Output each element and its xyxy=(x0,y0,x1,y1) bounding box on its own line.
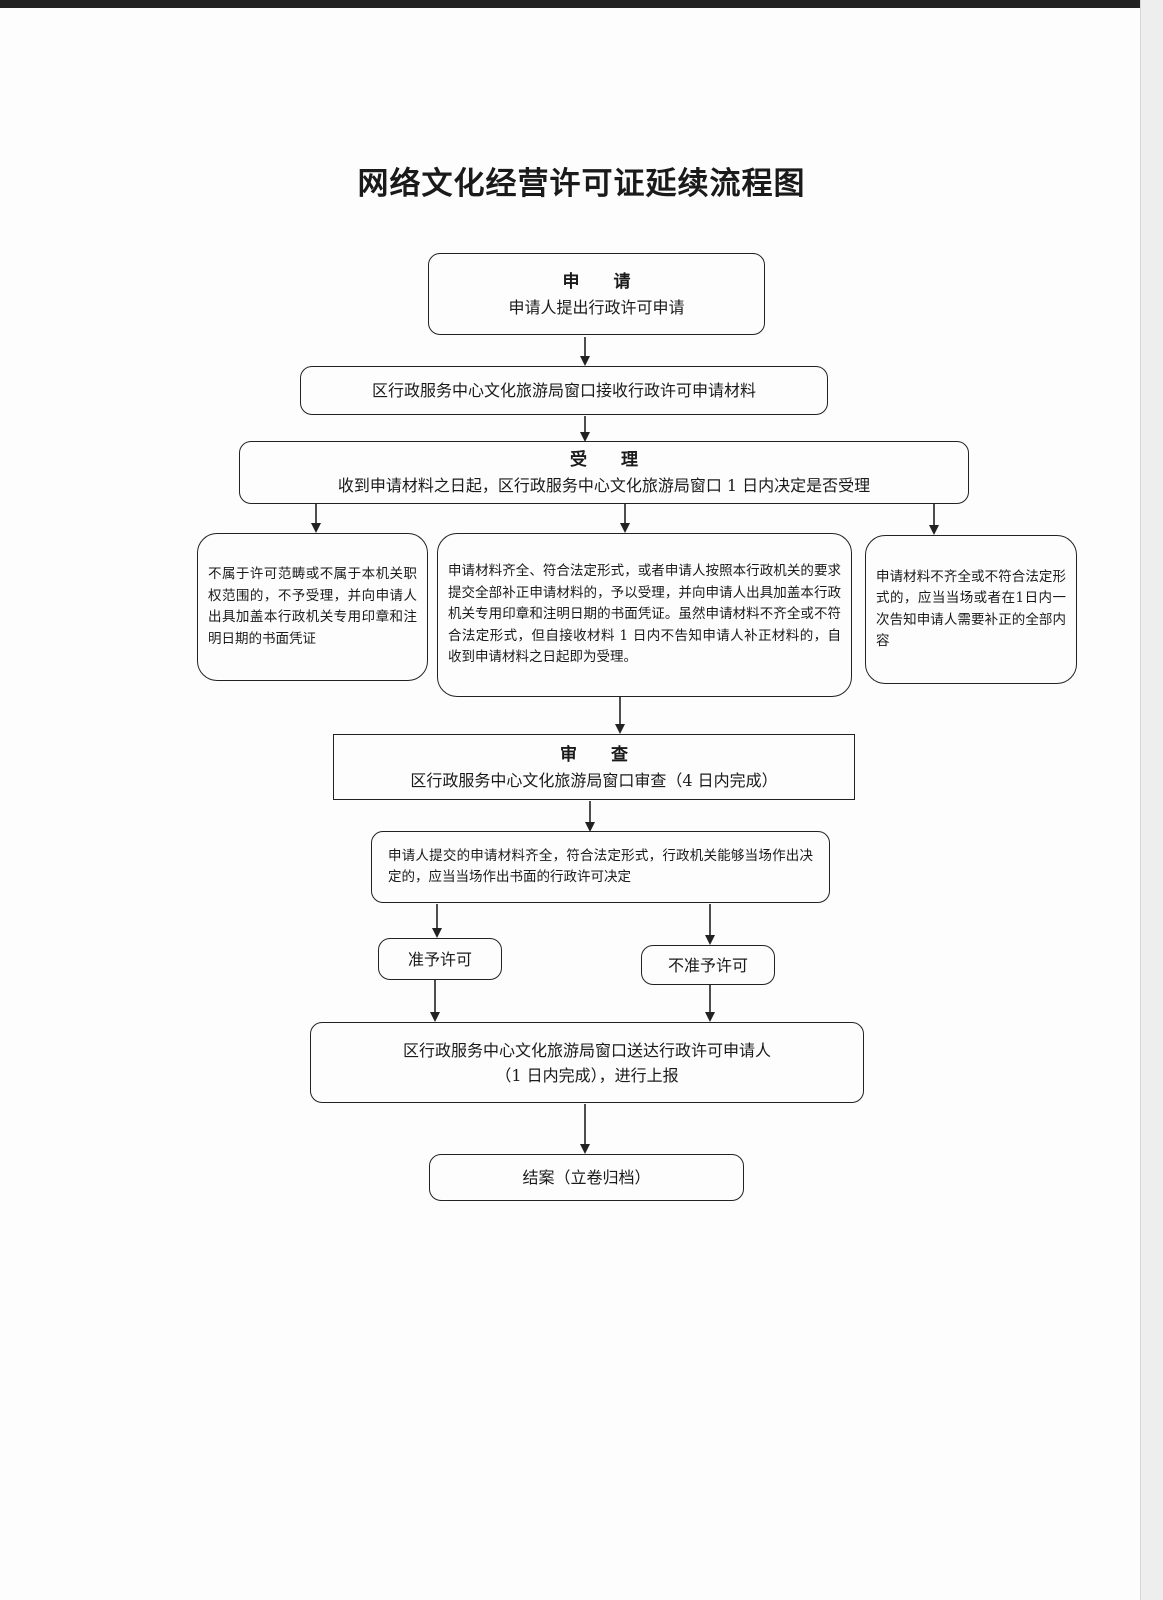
node-apply-text: 申请人提出行政许可申请 xyxy=(508,297,685,317)
node-review: 审 查 区行政服务中心文化旅游局窗口审查（4 日内完成） xyxy=(333,734,855,800)
node-approve-text: 准予许可 xyxy=(407,949,472,969)
scan-border-right xyxy=(1140,0,1163,1600)
node-close-text: 结案（立卷归档） xyxy=(522,1168,651,1187)
node-receive-text: 区行政服务中心文化旅游局窗口接收行政许可申请材料 xyxy=(371,381,756,400)
node-accept-text: 收到申请材料之日起，区行政服务中心文化旅游局窗口 1 日内决定是否受理 xyxy=(337,476,871,495)
node-accept: 受 理 收到申请材料之日起，区行政服务中心文化旅游局窗口 1 日内决定是否受理 xyxy=(239,441,969,504)
node-apply-heading: 申 请 xyxy=(562,271,645,292)
node-onsite-text: 申请人提交的申请材料齐全，符合法定形式，行政机关能够当场作出决定的，应当当场作出… xyxy=(388,847,813,886)
node-deny: 不准予许可 xyxy=(641,945,775,985)
node-review-text: 区行政服务中心文化旅游局窗口审查（4 日内完成） xyxy=(410,770,778,790)
node-deliver-line2: （1 日内完成），进行上报 xyxy=(495,1065,679,1085)
node-reject-scope: 不属于许可范畴或不属于本机关职权范围的，不予受理，并向申请人出具加盖本行政机关专… xyxy=(197,533,428,681)
node-accepted-text: 申请材料齐全、符合法定形式，或者申请人按照本行政机关的要求提交全部补正申请材料的… xyxy=(448,563,841,666)
node-onsite: 申请人提交的申请材料齐全，符合法定形式，行政机关能够当场作出决定的，应当当场作出… xyxy=(371,831,830,903)
node-close: 结案（立卷归档） xyxy=(429,1154,744,1201)
node-accepted: 申请材料齐全、符合法定形式，或者申请人按照本行政机关的要求提交全部补正申请材料的… xyxy=(437,533,852,697)
node-approve: 准予许可 xyxy=(378,938,502,980)
node-incomplete: 申请材料不齐全或不符合法定形式的，应当当场或者在1日内一次告知申请人需要补正的全… xyxy=(865,535,1077,684)
node-deliver: 区行政服务中心文化旅游局窗口送达行政许可申请人 （1 日内完成），进行上报 xyxy=(310,1022,864,1103)
page-title: 网络文化经营许可证延续流程图 xyxy=(357,166,806,202)
node-accept-heading: 受 理 xyxy=(570,450,652,470)
node-incomplete-text: 申请材料不齐全或不符合法定形式的，应当当场或者在1日内一次告知申请人需要补正的全… xyxy=(876,568,1066,650)
scan-border-top xyxy=(0,0,1163,8)
node-deliver-line1: 区行政服务中心文化旅游局窗口送达行政许可申请人 xyxy=(402,1040,771,1060)
node-review-heading: 审 查 xyxy=(560,744,642,765)
node-receive: 区行政服务中心文化旅游局窗口接收行政许可申请材料 xyxy=(300,366,828,415)
node-deny-text: 不准予许可 xyxy=(667,955,748,975)
node-apply: 申 请 申请人提出行政许可申请 xyxy=(428,253,765,335)
node-reject-scope-text: 不属于许可范畴或不属于本机关职权范围的，不予受理，并向申请人出具加盖本行政机关专… xyxy=(208,566,417,647)
